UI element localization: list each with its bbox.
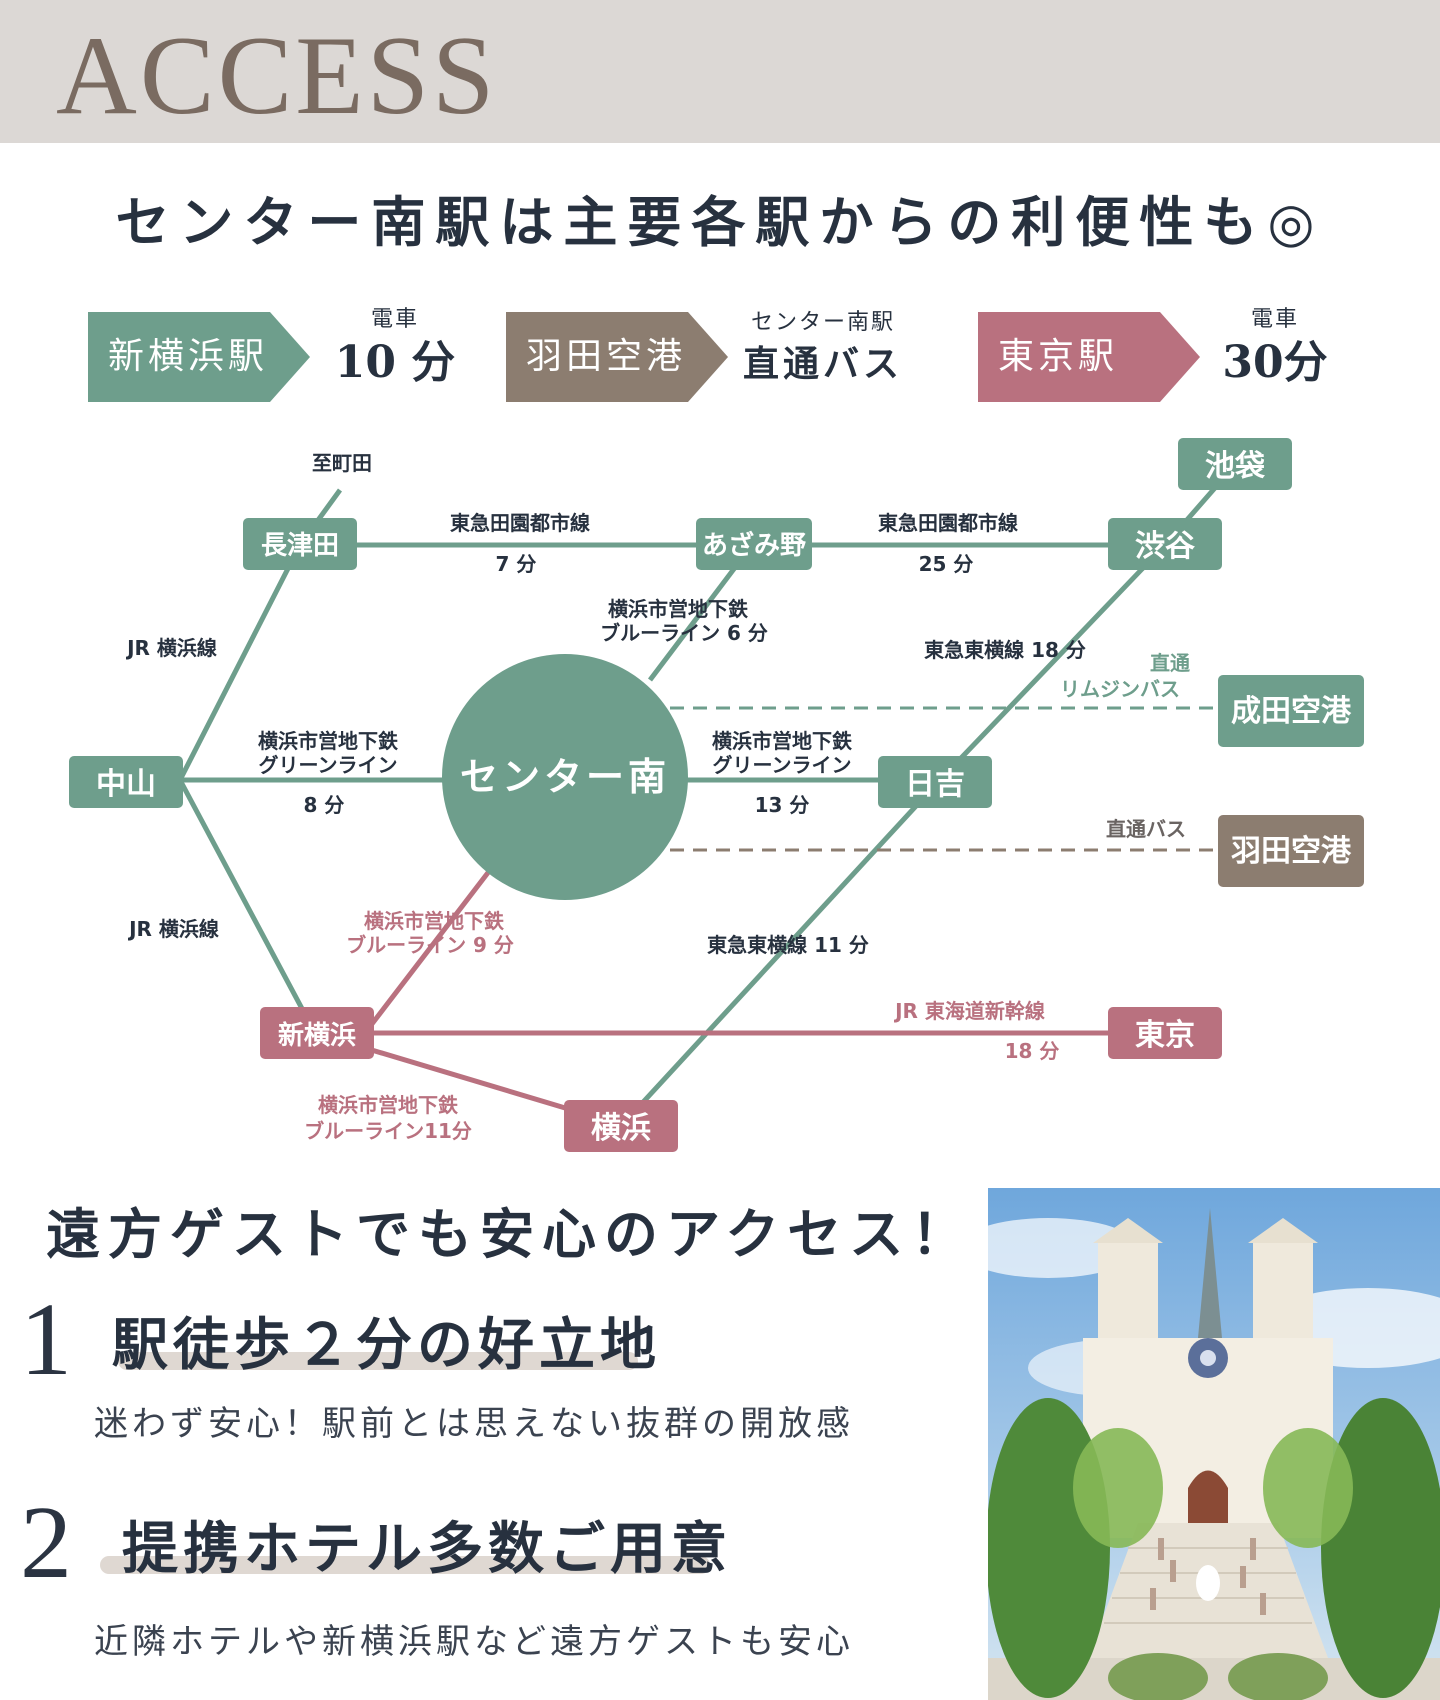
title-underline-1	[118, 1352, 638, 1370]
station-label: 成田空港	[1231, 694, 1352, 729]
line-toyoko-south	[620, 778, 942, 1127]
station-label: 横浜	[591, 1111, 651, 1146]
station-label: 池袋	[1205, 449, 1265, 484]
label-time-25: 25 分	[919, 552, 974, 576]
center-station-circle	[442, 654, 688, 900]
station-shibuya: 渋谷	[1108, 518, 1222, 570]
label-green8-a: 横浜市営地下鉄	[258, 729, 398, 753]
station-ikebukuro: 池袋	[1178, 438, 1292, 490]
label-jr-yokohama-2: JR 横浜線	[127, 917, 219, 941]
label-time-13: 13 分	[755, 793, 810, 817]
label-green13-a: 横浜市営地下鉄	[712, 729, 852, 753]
station-label: 日吉	[905, 767, 965, 802]
highlight-info-shinyokohama: 電車 10 分	[325, 305, 465, 391]
header-banner: ACCESS	[0, 0, 1440, 143]
station-label: 中山	[96, 767, 156, 802]
line-jr-yokohama-north	[177, 543, 303, 782]
highlight-mode: センター南駅	[750, 310, 895, 335]
label-toyoko-18: 東急東横線 18 分	[924, 638, 1086, 662]
point-title-1: 駅徒歩２分の好立地	[112, 1312, 661, 1378]
title-underline-2	[100, 1556, 710, 1574]
station-label: あざみ野	[702, 530, 806, 561]
station-label: 羽田空港	[1231, 834, 1352, 869]
highlight-station-shinyokohama: 新横浜駅	[108, 336, 269, 377]
point-title-2: 提携ホテル多数ご用意	[122, 1516, 732, 1582]
station-tokyo: 東京	[1108, 1007, 1222, 1059]
highlight-info-tokyo: 電車 30分	[1210, 305, 1340, 391]
label-machida: 至町田	[312, 451, 372, 475]
station-yokohama: 横浜	[564, 1100, 678, 1152]
point-number-2: 2	[20, 1485, 72, 1600]
label-blue9-b: ブルーライン 9 分	[346, 933, 514, 957]
label-denentoshi-2: 東急田園都市線	[878, 511, 1018, 535]
point-number-1: 1	[20, 1282, 72, 1397]
station-shinyokohama: 新横浜	[260, 1007, 374, 1059]
point-desc-2: 近隣ホテルや新横浜駅など遠方ゲストも安心	[94, 1622, 854, 1662]
highlight-chevron-haneda	[506, 312, 728, 402]
label-green13-b: グリーンライン	[713, 753, 852, 777]
label-limo-b: リムジンバス	[1060, 677, 1180, 701]
label-blue11-b: ブルーライン11分	[304, 1119, 472, 1143]
station-haneda: 羽田空港	[1218, 815, 1364, 887]
station-nakayama: 中山	[69, 756, 183, 808]
label-blue6-b: ブルーライン 6 分	[600, 621, 768, 645]
section-heading: 遠方ゲストでも安心のアクセス！	[46, 1202, 974, 1266]
page-title: ACCESS	[56, 14, 498, 138]
route-map: センター南 長津田 あざみ野 渋谷 池袋 中山 日吉 成田空港 羽田空港 新横浜…	[69, 438, 1364, 1152]
station-label: 渋谷	[1135, 529, 1195, 564]
label-blue6-a: 横浜市営地下鉄	[608, 597, 748, 621]
highlight-chevron-shinyokohama	[88, 312, 310, 402]
station-azamino: あざみ野	[696, 518, 812, 570]
label-green8-b: グリーンライン	[259, 753, 398, 777]
label-toyoko-11: 東急東横線 11 分	[707, 933, 869, 957]
highlight-mode: 電車	[370, 307, 419, 332]
label-blue11-a: 横浜市営地下鉄	[318, 1093, 458, 1117]
headline: センター南駅は主要各駅からの利便性も◎	[115, 190, 1325, 254]
label-time-8: 8 分	[304, 793, 345, 817]
station-nagatsuta: 長津田	[243, 518, 357, 570]
highlight-chevron-tokyo	[978, 312, 1200, 402]
chapel-photo	[988, 1188, 1440, 1700]
line-jr-yokohama-south	[177, 778, 318, 1035]
highlight-time: 10 分	[334, 337, 456, 388]
label-limo-a: 直通	[1150, 651, 1190, 675]
line-toyoko-north	[938, 543, 1167, 782]
station-narita: 成田空港	[1218, 675, 1364, 747]
highlight-mode: 電車	[1250, 307, 1299, 332]
station-label: 新横浜	[278, 1020, 356, 1051]
label-blue9-a: 横浜市営地下鉄	[364, 909, 504, 933]
label-bus: 直通バス	[1106, 817, 1186, 841]
center-station-label: センター南	[460, 755, 670, 799]
line-blue-shinyokohama	[363, 868, 492, 1035]
station-label: 東京	[1135, 1018, 1195, 1053]
label-shinkansen: JR 東海道新幹線	[893, 999, 1045, 1023]
station-label: 長津田	[261, 531, 339, 561]
highlight-station-haneda: 羽田空港	[526, 336, 687, 377]
highlight-time: 30分	[1222, 337, 1328, 388]
label-jr-yokohama-1: JR 横浜線	[125, 636, 217, 660]
label-time-18: 18 分	[1005, 1039, 1060, 1063]
station-hiyoshi: 日吉	[878, 756, 992, 808]
point-desc-1: 迷わず安心！駅前とは思えない抜群の開放感	[94, 1404, 854, 1444]
highlight-info-haneda: センター南駅 直通バス	[738, 308, 908, 390]
label-time-7: 7 分	[496, 552, 537, 576]
highlight-time: 直通バス	[742, 343, 903, 385]
label-denentoshi-1: 東急田園都市線	[450, 511, 590, 535]
highlight-station-tokyo: 東京駅	[998, 336, 1119, 377]
